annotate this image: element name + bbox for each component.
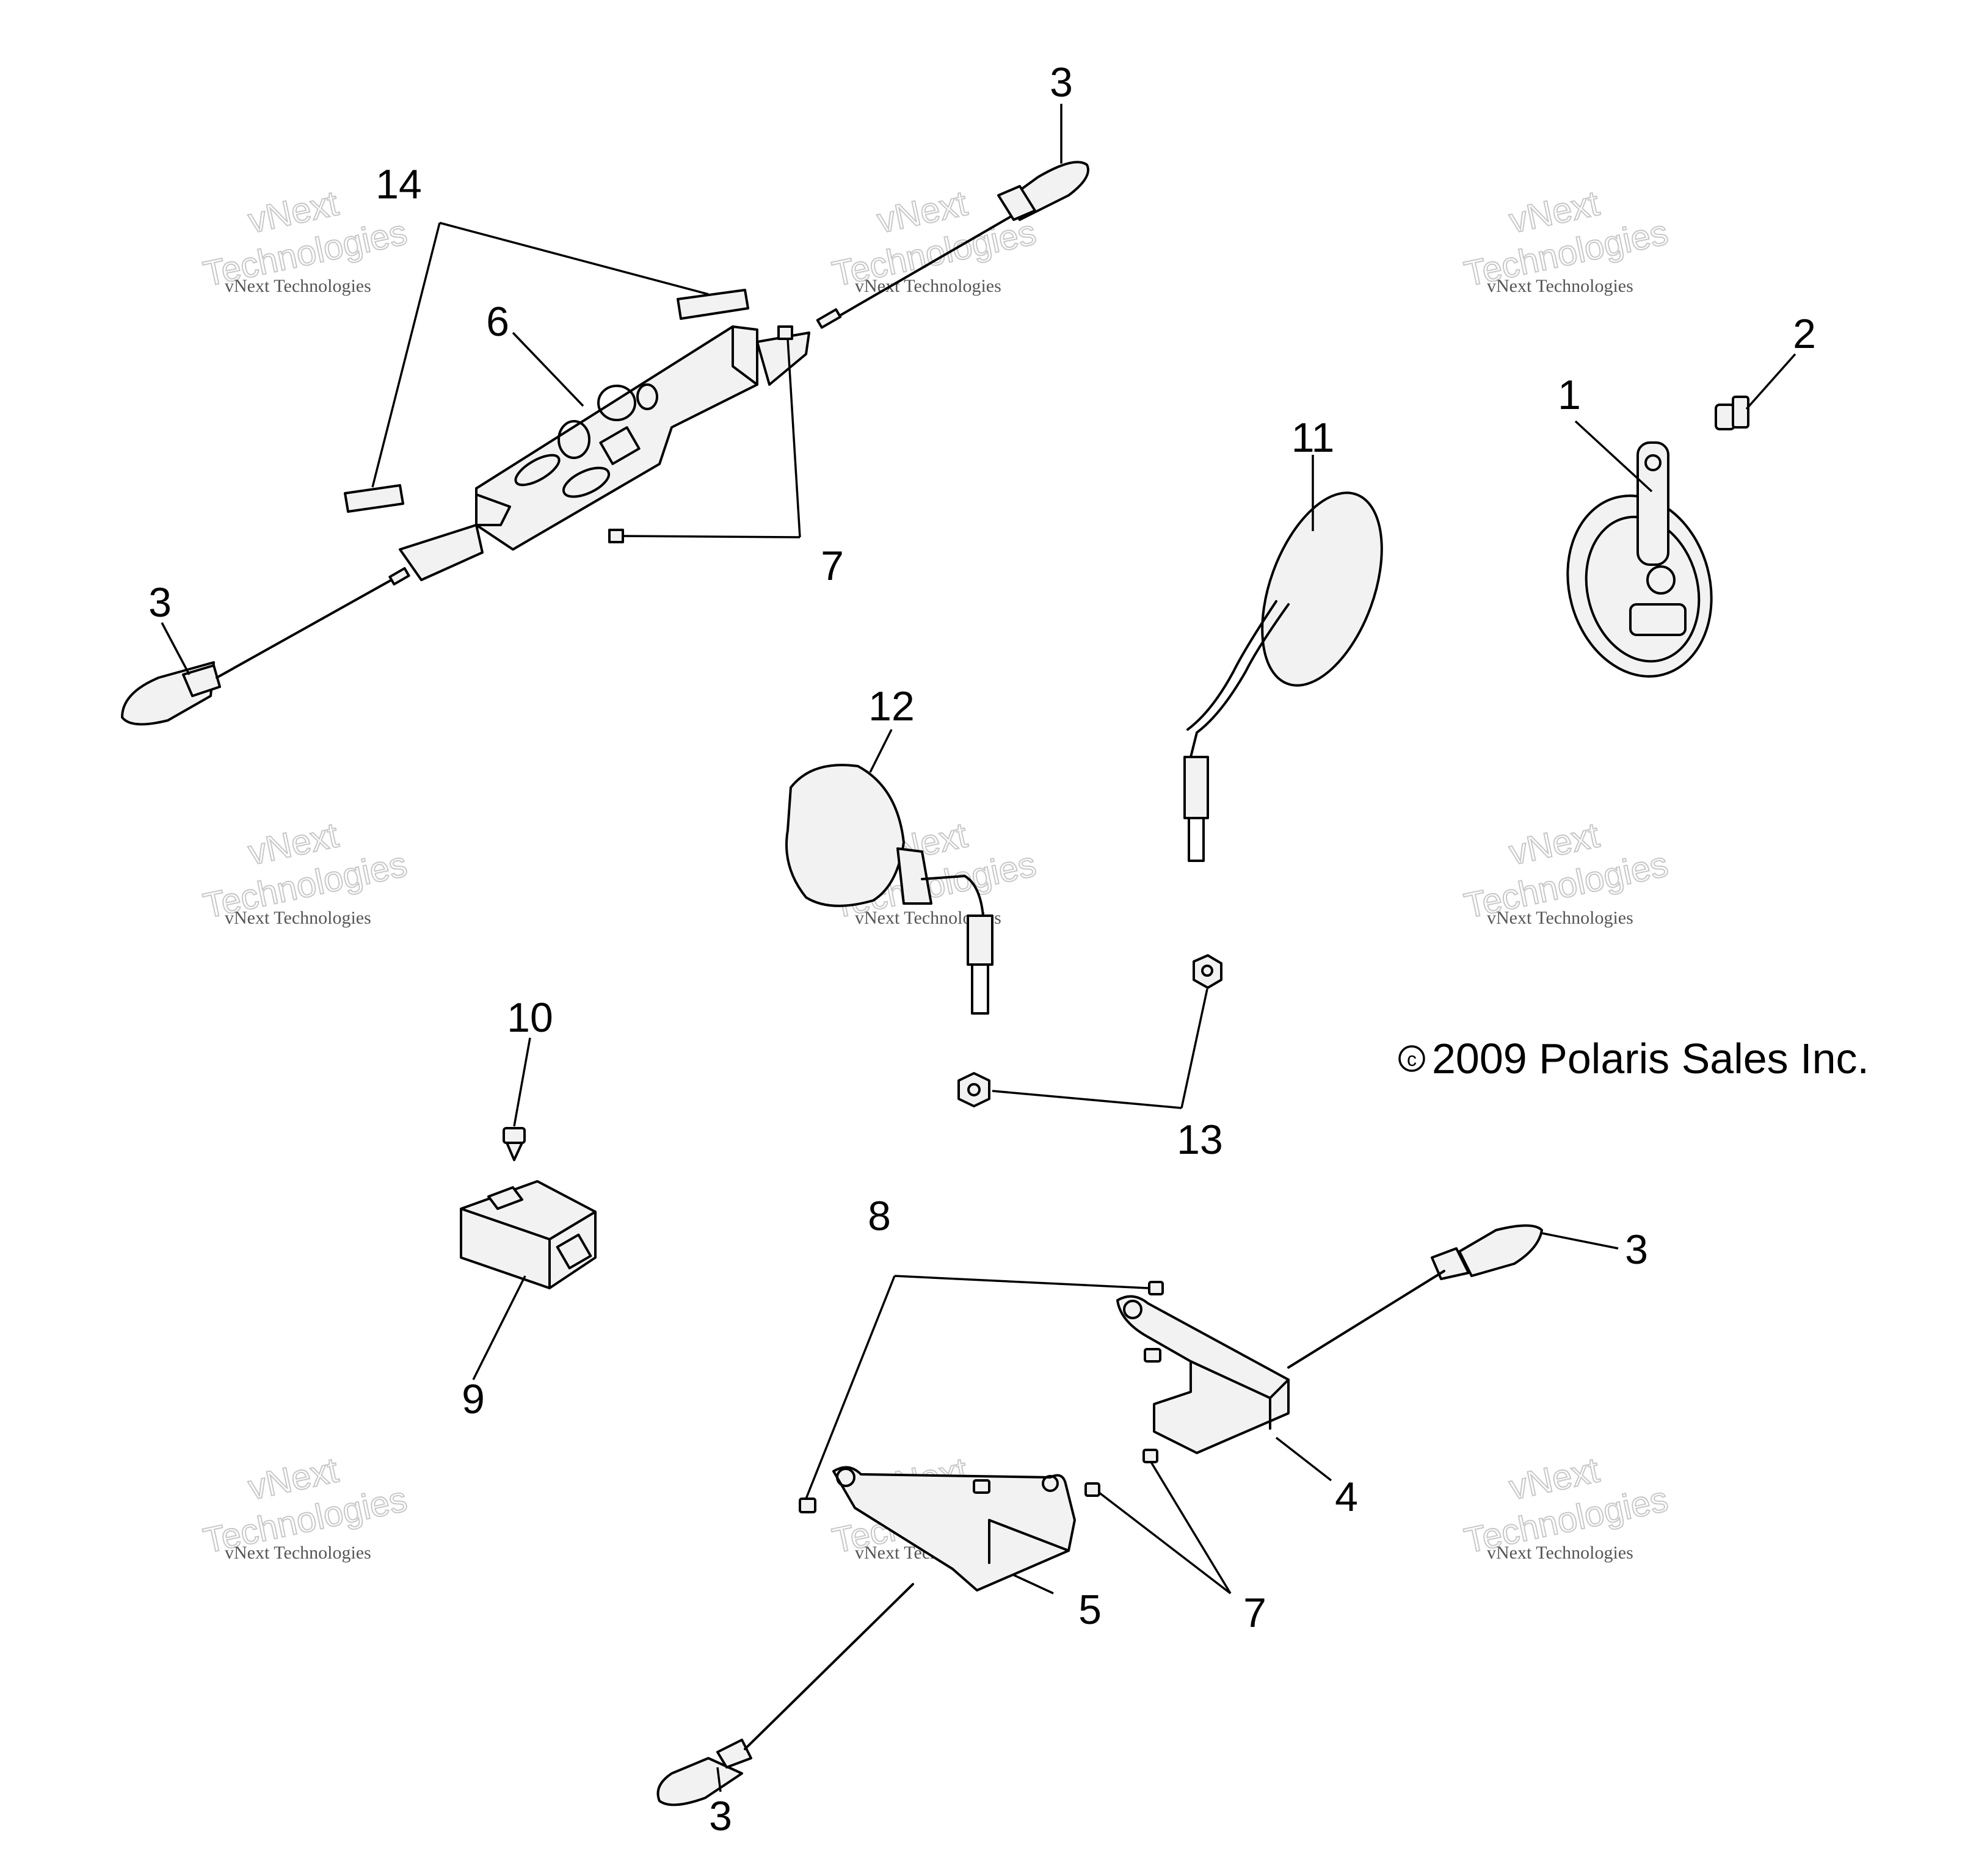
callout-label: 4 <box>1335 1474 1358 1520</box>
watermark-small: vNext Technologies <box>225 1543 371 1563</box>
watermark-small: vNext Technologies <box>225 276 371 296</box>
copyright-notice: c 2009 Polaris Sales Inc. <box>1398 1035 1869 1082</box>
callout-label: 14 <box>376 161 422 208</box>
copyright-symbol: c <box>1407 1048 1417 1070</box>
copyright-icon <box>1398 1045 1425 1072</box>
rear-bracket-part-5 <box>799 1466 1100 1592</box>
mirror-part-12 <box>785 764 993 1015</box>
callout-label: 3 <box>1050 59 1073 106</box>
callout-label: 11 <box>1291 415 1335 461</box>
nut-part-13 <box>957 954 1222 1107</box>
callout-label: 1 <box>1558 372 1581 418</box>
turn-signal-part-3-right <box>1287 1224 1543 1369</box>
turn-signal-part-3-top <box>816 161 1089 329</box>
watermark-small: vNext Technologies <box>1487 908 1633 928</box>
front-bracket-part-6 <box>399 325 810 581</box>
turn-signal-part-3-left <box>121 567 410 726</box>
rear-bracket-part-4 <box>1116 1281 1290 1463</box>
turn-signal-part-3-bottom <box>656 1583 914 1806</box>
copyright-text: 2009 Polaris Sales Inc. <box>1432 1035 1869 1082</box>
callout-label: 3 <box>148 579 172 626</box>
watermark-group: Technologies vNext vNext Technologies Te… <box>200 183 1673 1563</box>
callout-label: 8 <box>868 1193 891 1239</box>
screw-part-7 <box>608 325 793 543</box>
callout-label: 5 <box>1078 1587 1102 1633</box>
callout-label: 12 <box>868 683 915 730</box>
callout-label: 7 <box>821 543 844 589</box>
decal-part-14 <box>344 289 749 513</box>
watermark-small: vNext Technologies <box>1487 1543 1633 1563</box>
callout-label: 13 <box>1177 1117 1223 1163</box>
watermark-small: vNext Technologies <box>225 908 371 928</box>
callout-labels: 3 14 6 7 3 1 2 11 12 10 13 9 8 3 4 5 7 3 <box>148 59 1816 1839</box>
relay-part-9 <box>460 1180 597 1289</box>
watermark-small: vNext Technologies <box>1487 276 1633 296</box>
screw-part-10 <box>503 1127 526 1161</box>
callout-label: 7 <box>1243 1590 1266 1636</box>
callout-label: 2 <box>1793 311 1816 357</box>
callout-label: 10 <box>507 994 553 1041</box>
horn-part-1 <box>1566 441 1713 678</box>
callout-label: 6 <box>486 299 509 345</box>
mirror-part-11 <box>1183 491 1383 862</box>
callout-label: 3 <box>709 1793 732 1839</box>
bolt-part-2 <box>1715 396 1749 430</box>
leader-lines <box>161 104 1796 1792</box>
callout-label: 3 <box>1625 1226 1648 1273</box>
callout-label: 9 <box>462 1376 485 1422</box>
